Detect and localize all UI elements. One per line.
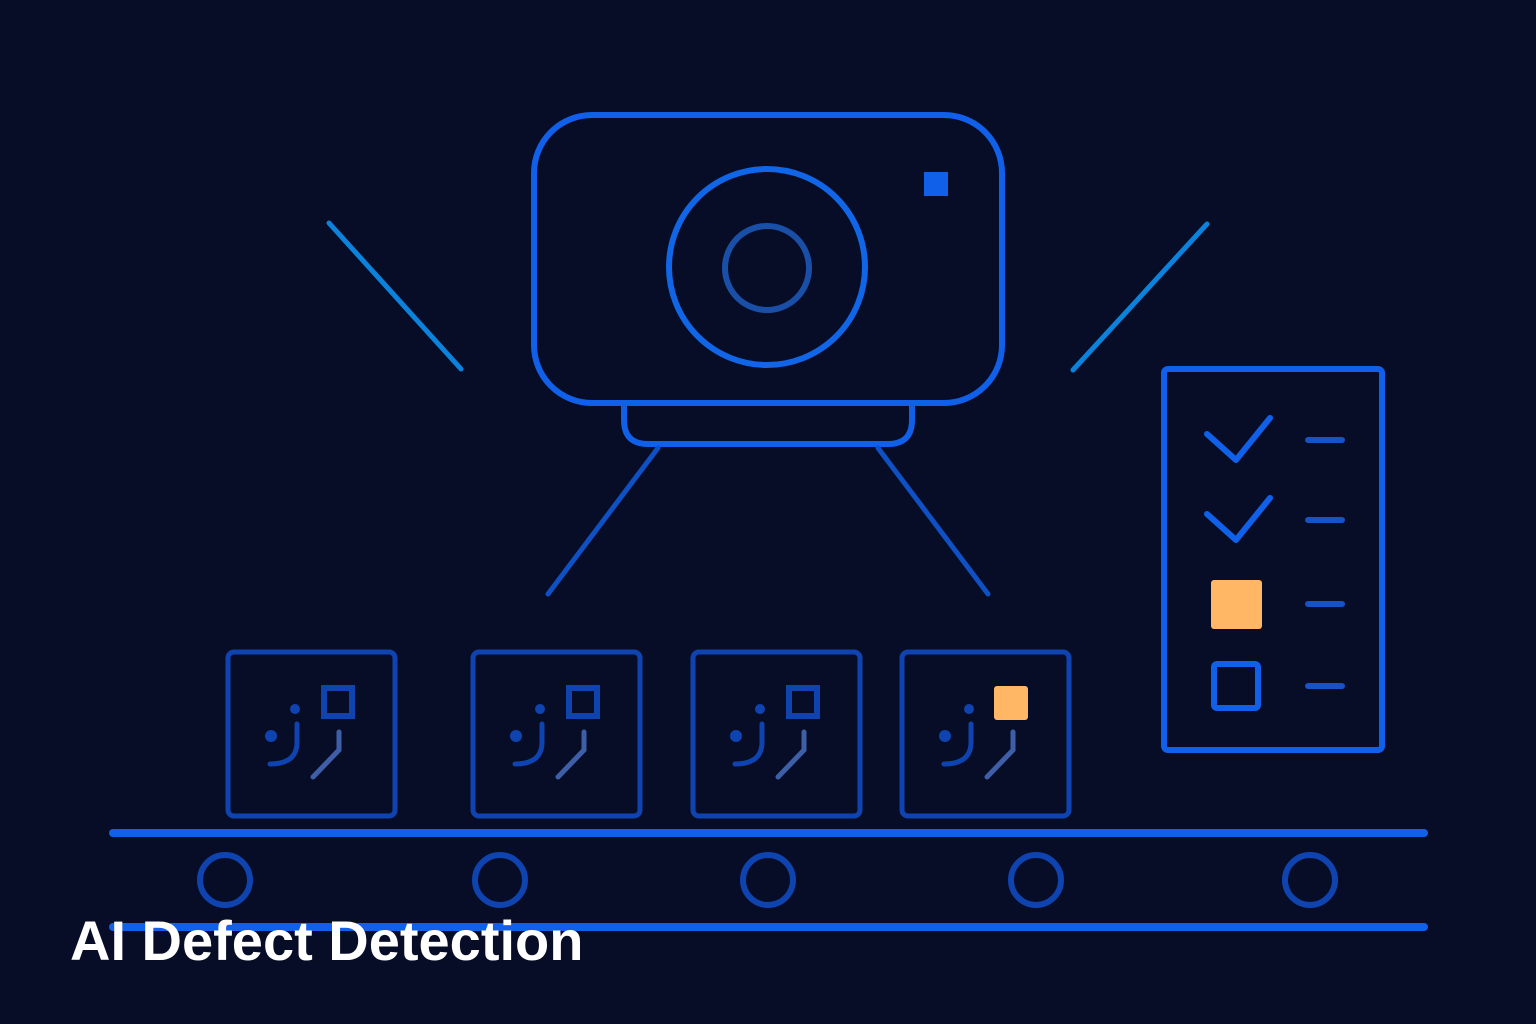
- checklist-row: [1204, 495, 1345, 543]
- flagged-box: [1211, 580, 1262, 629]
- product-box: [470, 649, 643, 819]
- chip-trace: [775, 729, 807, 780]
- check-icon: [1204, 495, 1273, 543]
- chip-dot: [510, 730, 522, 742]
- camera-tripod-left-leg: [545, 445, 661, 597]
- camera-icon: [531, 112, 1005, 597]
- chip-pad: [566, 685, 600, 719]
- circuit-chip-icon: [265, 685, 355, 780]
- caption-title: AI Defect Detection: [70, 909, 584, 972]
- chip-trace: [941, 721, 974, 767]
- product-item: [899, 649, 1072, 819]
- circuit-chip-icon: [939, 686, 1028, 780]
- conveyor-roller: [1282, 852, 1338, 908]
- conveyor-roller: [740, 852, 796, 908]
- empty-box: [1211, 661, 1261, 711]
- checklist-row: [1204, 415, 1345, 463]
- light-ray-right: [1070, 221, 1210, 373]
- camera-lens-inner: [722, 223, 812, 313]
- conveyor-roller: [1008, 852, 1064, 908]
- chip-dot: [535, 704, 545, 714]
- camera-tripod-right-leg: [875, 445, 991, 597]
- product-box: [899, 649, 1072, 819]
- camera-indicator-light: [924, 172, 948, 196]
- checklist-row: [1211, 661, 1345, 711]
- product-item: [470, 649, 643, 819]
- checklist-board: [1161, 366, 1385, 753]
- product-item: [690, 649, 863, 819]
- chip-dot: [755, 704, 765, 714]
- check-icon: [1204, 415, 1273, 463]
- checklist-icon: [1161, 366, 1385, 753]
- product-item: [225, 649, 398, 819]
- chip-dot: [939, 730, 951, 742]
- checklist-row: [1211, 580, 1345, 629]
- chip-pad: [321, 685, 355, 719]
- conveyor-belt: [109, 829, 1428, 931]
- camera-mount: [621, 404, 915, 447]
- circuit-chip-icon: [730, 685, 820, 780]
- product-box: [690, 649, 863, 819]
- chip-trace: [555, 729, 587, 780]
- conveyor-roller: [472, 852, 528, 908]
- chip-dot: [290, 704, 300, 714]
- chip-dot: [265, 730, 277, 742]
- chip-trace: [732, 721, 765, 767]
- chip-dot: [730, 730, 742, 742]
- chip-trace: [984, 729, 1016, 780]
- defect-marker: [994, 686, 1028, 720]
- chip-trace: [267, 721, 300, 767]
- light-rays: [326, 220, 1210, 373]
- camera-body: [531, 112, 1005, 406]
- chip-pad: [786, 685, 820, 719]
- circuit-chip-icon: [510, 685, 600, 780]
- chip-trace: [512, 721, 545, 767]
- product-items: [225, 649, 1072, 819]
- light-ray-left: [326, 220, 464, 372]
- conveyor-roller: [197, 852, 253, 908]
- product-box: [225, 649, 398, 819]
- chip-trace: [310, 729, 342, 780]
- camera-lens-outer: [666, 166, 868, 368]
- chip-dot: [964, 704, 974, 714]
